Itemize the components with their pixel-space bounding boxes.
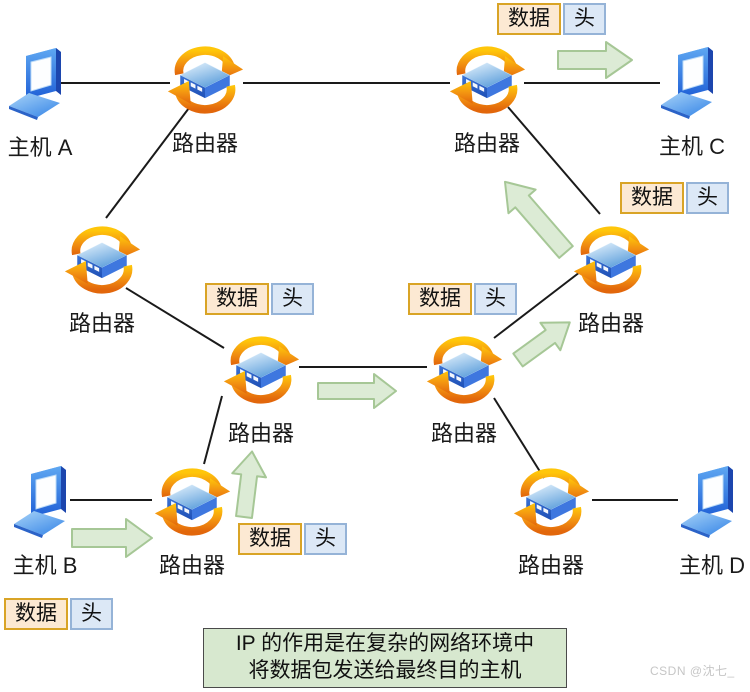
packet-head-box: 头 xyxy=(474,283,517,315)
router-node-center-left: 路由器 xyxy=(201,330,321,446)
laptop-icon xyxy=(8,46,72,120)
packet-data-box: 数据 xyxy=(408,283,472,315)
packet-data-box: 数据 xyxy=(4,598,68,630)
caption-box: IP 的作用是在复杂的网络环境中 将数据包发送给最终目的主机 xyxy=(203,628,567,688)
router-icon xyxy=(425,330,503,410)
laptop-icon xyxy=(660,45,724,119)
router-node-bottom-right: 路由器 xyxy=(491,462,611,578)
packet-label-bottom-center: 数据 头 xyxy=(238,523,347,555)
host-label: 主机 A xyxy=(7,135,73,160)
router-icon xyxy=(572,220,650,300)
router-icon xyxy=(222,330,300,410)
packet-label-center-left: 数据 头 xyxy=(205,283,314,315)
router-node-bottom-left: 路由器 xyxy=(132,462,252,578)
host-node-b: 主机 B xyxy=(0,464,105,578)
caption-line-1: IP 的作用是在复杂的网络环境中 xyxy=(235,632,535,655)
host-node-a: 主机 A xyxy=(0,46,100,160)
router-label: 路由器 xyxy=(577,311,644,336)
packet-label-bottom-left: 数据 头 xyxy=(4,598,113,630)
packet-head-box: 头 xyxy=(563,3,606,35)
packet-data-box: 数据 xyxy=(205,283,269,315)
router-node-top-right: 路由器 xyxy=(427,40,547,156)
router-node-center-right: 路由器 xyxy=(404,330,524,446)
flow-arrow xyxy=(557,41,633,79)
watermark: CSDN @沈七_ xyxy=(650,664,735,678)
router-label: 路由器 xyxy=(430,421,497,446)
packet-head-box: 头 xyxy=(686,182,729,214)
packet-data-box: 数据 xyxy=(620,182,684,214)
packet-data-box: 数据 xyxy=(238,523,302,555)
laptop-icon xyxy=(13,464,77,538)
router-icon xyxy=(448,40,526,120)
router-icon xyxy=(512,462,590,542)
host-label: 主机 D xyxy=(678,553,745,578)
host-node-d: 主机 D xyxy=(652,464,750,578)
packet-label-right: 数据 头 xyxy=(620,182,729,214)
packet-head-box: 头 xyxy=(304,523,347,555)
router-label: 路由器 xyxy=(517,553,584,578)
host-label: 主机 C xyxy=(658,134,725,159)
packet-head-box: 头 xyxy=(271,283,314,315)
router-icon xyxy=(166,40,244,120)
host-label: 主机 B xyxy=(12,553,78,578)
router-label: 路由器 xyxy=(227,421,294,446)
packet-label-center-right: 数据 头 xyxy=(408,283,517,315)
router-icon xyxy=(63,220,141,300)
flow-arrow xyxy=(317,373,397,409)
router-label: 路由器 xyxy=(158,553,225,578)
packet-head-box: 头 xyxy=(70,598,113,630)
router-label: 路由器 xyxy=(171,131,238,156)
router-label: 路由器 xyxy=(68,311,135,336)
router-node-top-left: 路由器 xyxy=(145,40,265,156)
host-node-c: 主机 C xyxy=(632,45,750,159)
router-label: 路由器 xyxy=(453,131,520,156)
router-icon xyxy=(153,462,231,542)
laptop-icon xyxy=(680,464,744,538)
packet-label-top: 数据 头 xyxy=(497,3,606,35)
caption-line-2: 将数据包发送给最终目的主机 xyxy=(248,658,522,682)
router-node-left: 路由器 xyxy=(42,220,162,336)
router-node-right: 路由器 xyxy=(551,220,671,336)
packet-data-box: 数据 xyxy=(497,3,561,35)
